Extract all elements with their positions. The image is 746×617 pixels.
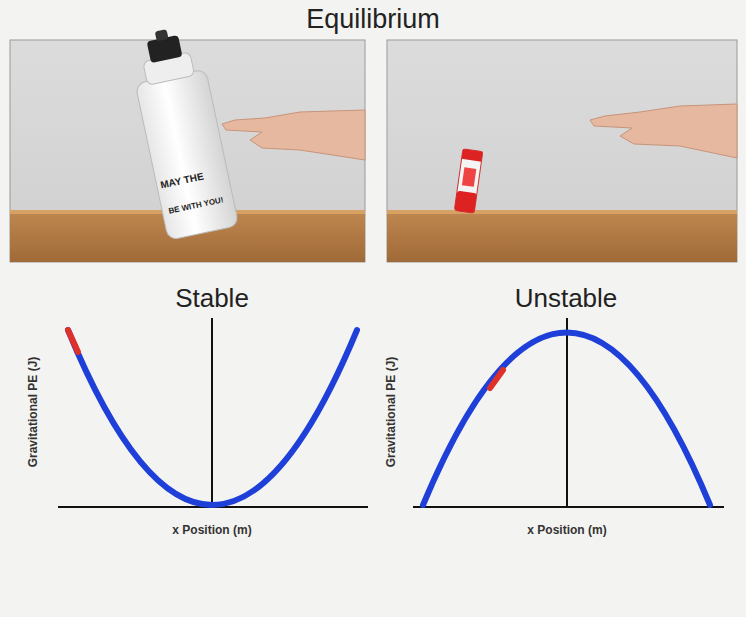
- panel-heading: Unstable: [515, 283, 618, 314]
- axis-label: x Position (m): [527, 523, 606, 537]
- axis-label: Gravitational PE (J): [384, 357, 398, 468]
- panel-heading: Stable: [175, 283, 249, 314]
- unstable-graph: [413, 318, 724, 508]
- photo-unstable: [387, 40, 737, 262]
- stable-graph: [58, 318, 368, 508]
- axis-label: x Position (m): [172, 523, 251, 537]
- title: Equilibrium: [306, 4, 440, 35]
- photo-stable: [10, 23, 365, 262]
- axis-label: Gravitational PE (J): [26, 357, 40, 468]
